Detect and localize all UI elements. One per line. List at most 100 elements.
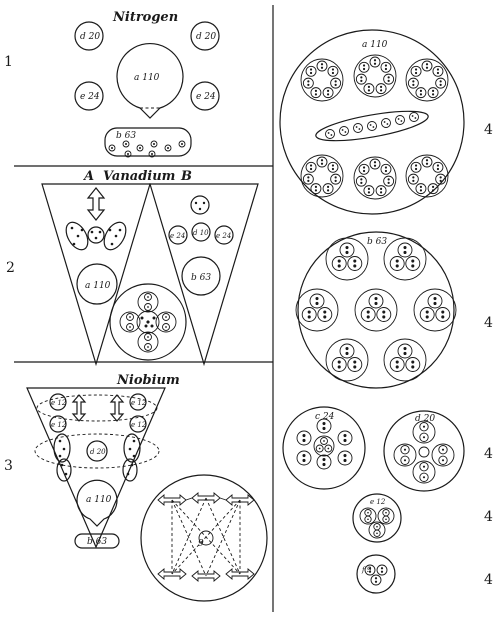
petal-dot [77, 235, 80, 238]
cigar-dot [398, 118, 400, 120]
b63-group [414, 289, 456, 331]
atom-dot [374, 302, 377, 305]
atom-dot [382, 311, 385, 314]
atom-dot [420, 186, 422, 188]
niobium-a110-label: a 110 [86, 495, 112, 505]
atom-dot [307, 176, 309, 178]
atom-dot [412, 84, 414, 86]
a110-atom [411, 162, 421, 172]
atom-dot [442, 449, 444, 451]
atom-dot [315, 189, 317, 191]
petal-dot [71, 227, 74, 230]
bead-dot [125, 143, 127, 145]
cigar-dot [415, 117, 417, 119]
atom-dot [338, 361, 341, 364]
niobium-lattice-label: 9 [198, 539, 204, 549]
atom-dot [321, 159, 323, 161]
a110-atom [328, 162, 338, 172]
petal-dot [73, 243, 76, 246]
vanadium-b-right-label: e 24 [216, 232, 231, 240]
a110-atom [303, 78, 313, 88]
b63-atom [348, 257, 362, 271]
lattice-link [206, 500, 240, 576]
atom-dot [368, 188, 370, 190]
cluster-center-dot [147, 321, 150, 324]
atom-dot [321, 163, 323, 165]
atom-dot [310, 164, 312, 166]
f9-circle [357, 555, 395, 593]
atom-dot [437, 164, 439, 166]
niobium-e12-upper-right-label: e 12 [131, 399, 147, 407]
atom-dot [423, 466, 425, 468]
atom-dot [388, 80, 390, 82]
atom-dot [368, 191, 370, 193]
atom-dot [440, 84, 442, 86]
atom-dot [363, 166, 365, 168]
a110-atom [384, 176, 394, 186]
atom-dot [345, 251, 348, 254]
a110-atom [433, 162, 443, 172]
c24-atom [297, 451, 311, 465]
nitrogen-e24-left-label: e 24 [80, 92, 100, 102]
atom-dot [437, 68, 439, 70]
a110-atom [381, 62, 391, 72]
atom-dot [360, 182, 362, 184]
atom-dot [332, 72, 334, 74]
atom-dot [415, 168, 417, 170]
petal-dot [127, 473, 130, 476]
nitrogen-b63-beads [109, 141, 185, 157]
a110-atom [364, 84, 374, 94]
atom-dot [426, 63, 428, 65]
a110-atom [303, 174, 313, 184]
bead-dot [151, 153, 153, 155]
atom-dot [343, 434, 346, 437]
atom-dot [380, 86, 382, 88]
b63-atom [348, 358, 362, 372]
b63-enlarged: b 63 [296, 232, 456, 388]
atom-dot [343, 439, 346, 442]
atom-dot [374, 161, 376, 163]
vanadium-funnel-a [42, 184, 150, 364]
c24-enlarged: c 24 [283, 407, 365, 489]
atom-dot [432, 90, 434, 92]
cigar-dot [359, 128, 361, 130]
atom-dot [335, 180, 337, 182]
atom-dot [327, 448, 329, 450]
bead-dot [139, 147, 141, 149]
atom-dot [369, 567, 371, 569]
petal-dot [61, 464, 64, 467]
c24-ring-groups [297, 419, 352, 469]
a110-atom [317, 157, 327, 167]
petal-dot [91, 231, 94, 234]
atom-dot [353, 365, 356, 368]
atom-dot [302, 439, 305, 442]
e12-ring-groups [360, 508, 394, 538]
atom-dot [308, 311, 311, 314]
b63-atom [390, 257, 404, 271]
vanadium-b-top-ball [191, 196, 209, 214]
a110-enlarged: a 110 [280, 30, 464, 214]
atom-dot [374, 165, 376, 167]
niobium-enlarged-lattice [141, 475, 267, 601]
row-number-3: 3 [4, 458, 13, 474]
a110-atom [323, 88, 333, 98]
b63-atom [428, 294, 442, 308]
atom-dot [368, 86, 370, 88]
side-number-3: 4 [484, 446, 493, 462]
atom-dot [415, 72, 417, 74]
atom-dot [147, 296, 149, 298]
atom-dot [385, 170, 387, 172]
atom-dot [404, 459, 406, 461]
a110-atom [311, 184, 321, 194]
a110-atom [356, 176, 366, 186]
vanadium-a-label: A [82, 169, 94, 184]
a110-atom [416, 88, 426, 98]
cigar-dot [412, 115, 414, 117]
nitrogen-e24-right-label: e 24 [196, 92, 216, 102]
b63-atom [390, 358, 404, 372]
a110-atom [370, 57, 380, 67]
niobium-e12-lower-left-label: e 12 [51, 421, 67, 429]
atom-dot [403, 347, 406, 350]
cigar-dot [356, 126, 358, 128]
